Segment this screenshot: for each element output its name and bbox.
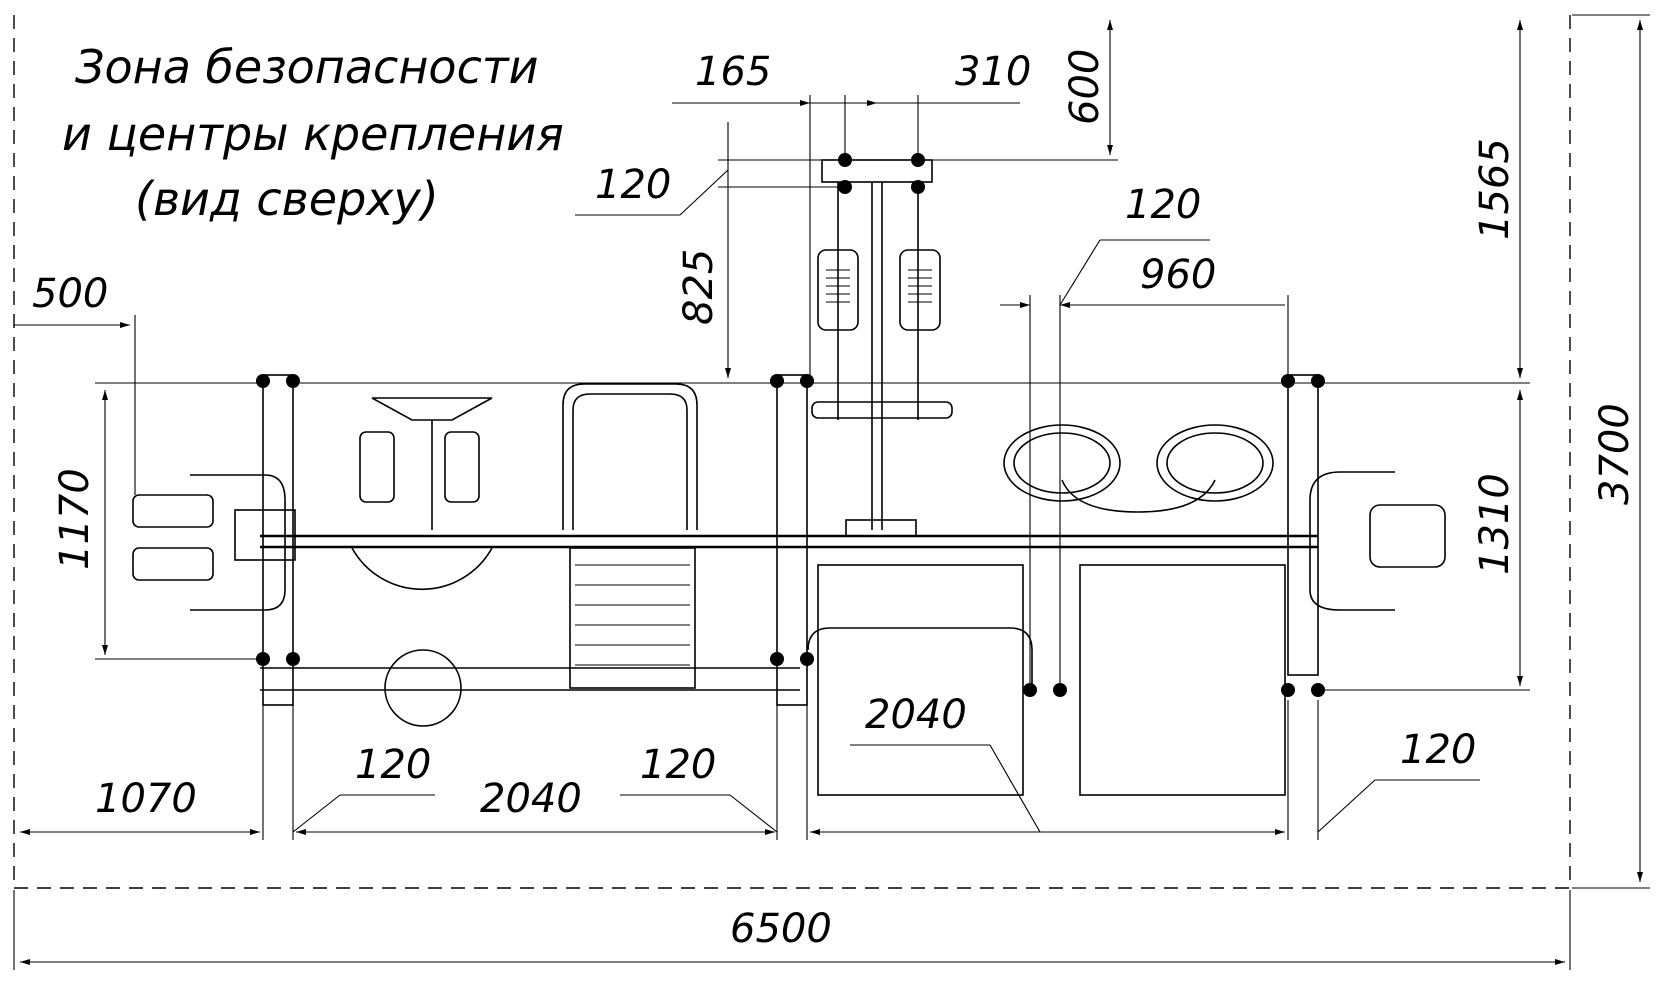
dim-500: 500 bbox=[32, 271, 108, 317]
dim-960: 960 bbox=[1140, 252, 1216, 298]
drawing-title: Зона безопасности и центры крепления (ви… bbox=[62, 40, 564, 226]
dim-6500: 6500 bbox=[730, 906, 832, 952]
dim-120-c: 120 bbox=[1400, 727, 1476, 773]
dim-1070: 1070 bbox=[95, 776, 197, 822]
dim-600: 600 bbox=[1062, 49, 1108, 125]
dim-1170: 1170 bbox=[52, 468, 98, 570]
equipment-frame bbox=[132, 159, 1446, 796]
dim-120-top: 120 bbox=[595, 162, 671, 208]
dim-825: 825 bbox=[676, 249, 722, 325]
title-line-2: и центры крепления bbox=[62, 107, 564, 161]
dim-120-b: 120 bbox=[640, 742, 716, 788]
dim-120-a: 120 bbox=[355, 742, 431, 788]
dim-2040-mid: 2040 bbox=[865, 692, 967, 738]
dim-2040-bottom: 2040 bbox=[480, 776, 582, 822]
dim-1310: 1310 bbox=[1472, 473, 1518, 575]
safety-zone-outline bbox=[13, 15, 1571, 889]
title-line-3: (вид сверху) bbox=[135, 172, 439, 226]
dim-310: 310 bbox=[955, 49, 1031, 95]
dimension-lines bbox=[13, 14, 1650, 970]
dim-120-right: 120 bbox=[1125, 182, 1201, 228]
dimension-labels: 6500 3700 1565 1310 600 165 310 120 825 … bbox=[32, 49, 1638, 952]
dim-3700: 3700 bbox=[1592, 403, 1638, 505]
mounting-points bbox=[256, 153, 1325, 697]
dim-165: 165 bbox=[695, 49, 771, 95]
dim-1565: 1565 bbox=[1472, 138, 1518, 240]
title-line-1: Зона безопасности bbox=[75, 40, 539, 94]
